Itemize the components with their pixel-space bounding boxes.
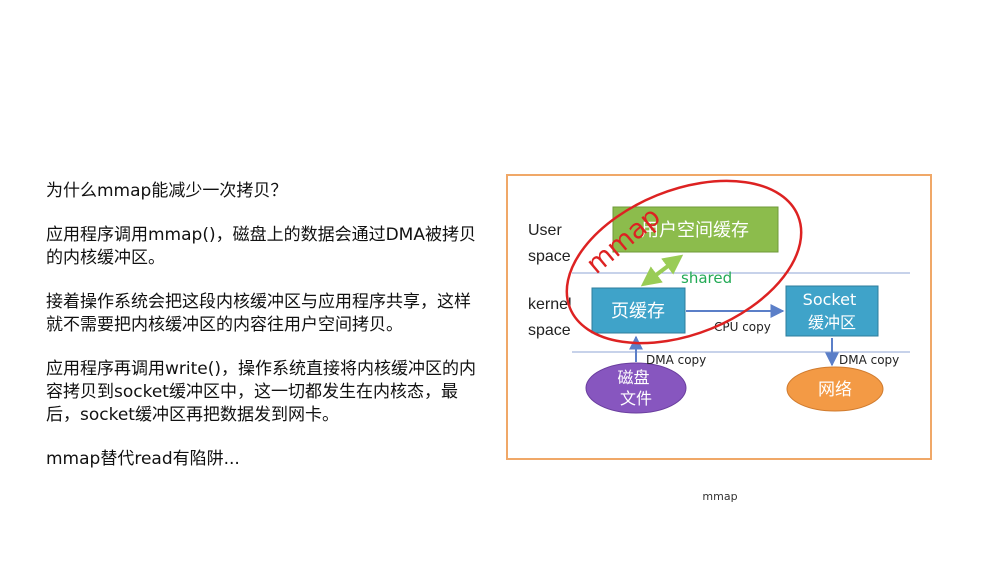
diagram-caption: mmap <box>702 490 738 503</box>
page-cache-label: 页缓存 <box>611 301 665 322</box>
dma-copy-right-label: DMA copy <box>839 353 899 367</box>
explanation-text: 为什么mmap能减少一次拷贝？ 应用程序调用mmap()，磁盘上的数据会通过DM… <box>46 180 486 492</box>
mmap-annotation-circle <box>565 179 803 345</box>
user-buffer-label: 用户空间缓存 <box>641 220 749 241</box>
paragraph-pitfall: mmap替代read有陷阱... <box>46 449 240 469</box>
kernel-space-label: kernel space <box>528 296 576 339</box>
shared-arrow <box>640 254 684 287</box>
paragraph-write-call: 应用程序再调用write()，操作系统直接将内核缓冲区的内容拷贝到socket缓… <box>46 359 477 425</box>
socket-buffer-box <box>785 285 879 337</box>
page-cache-box <box>591 287 686 334</box>
network-ellipse <box>786 366 884 412</box>
paragraph-shared-buffer: 接着操作系统会把这段内核缓冲区与应用程序共享，这样就不需要把内核缓冲区的内容往用… <box>46 292 471 335</box>
user-buffer-box <box>612 206 779 253</box>
cpu-copy-label: CPU copy <box>714 320 771 334</box>
user-space-label: User space <box>528 222 571 265</box>
socket-buffer-label: Socket 缓冲区 <box>803 290 862 332</box>
shared-label: shared <box>681 269 732 287</box>
paragraph-mmap-call: 应用程序调用mmap()，磁盘上的数据会通过DMA被拷贝的内核缓冲区。 <box>46 225 476 268</box>
disk-file-ellipse <box>585 362 687 414</box>
disk-file-label: 磁盘 文件 <box>617 368 654 408</box>
network-label: 网络 <box>818 380 852 400</box>
mmap-diagram: User space kernel space 用户空间缓存 页缓存 Socke… <box>506 174 932 460</box>
dma-copy-left-label: DMA copy <box>646 353 706 367</box>
question-heading: 为什么mmap能减少一次拷贝？ <box>46 181 288 201</box>
